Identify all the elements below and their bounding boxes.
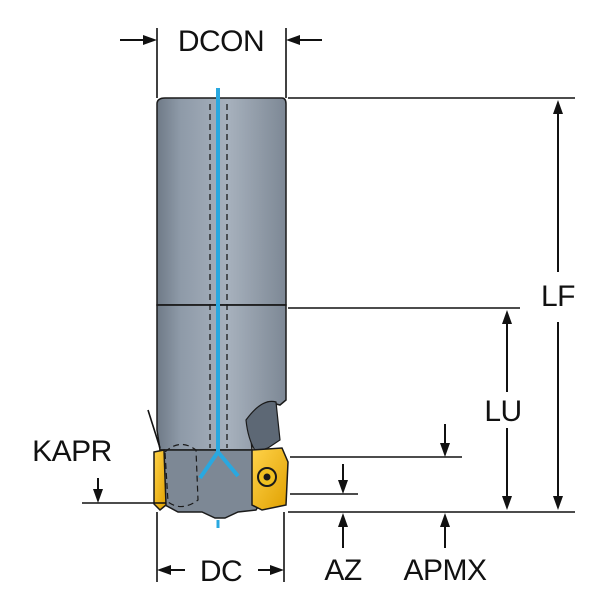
lf-label: LF [541,280,575,313]
insert-right [251,447,289,511]
dcon-label: DCON [178,25,264,58]
dc-dimension: DC [156,512,285,588]
az-dimension: AZ [290,464,362,587]
apmx-label: APMX [403,554,487,587]
coolant-channels [198,88,240,528]
dc-label: DC [200,555,242,588]
lu-label: LU [484,395,521,428]
apmx-dimension: APMX [290,424,487,587]
tool-shank [156,97,287,306]
dcon-dimension: DCON [120,25,322,98]
az-label: AZ [324,554,362,587]
lu-dimension: LU [288,307,522,510]
insert-left [153,449,167,512]
kapr-label: KAPR [32,435,112,468]
kapr-dimension: KAPR [32,409,166,504]
lf-dimension: LF [288,97,576,513]
